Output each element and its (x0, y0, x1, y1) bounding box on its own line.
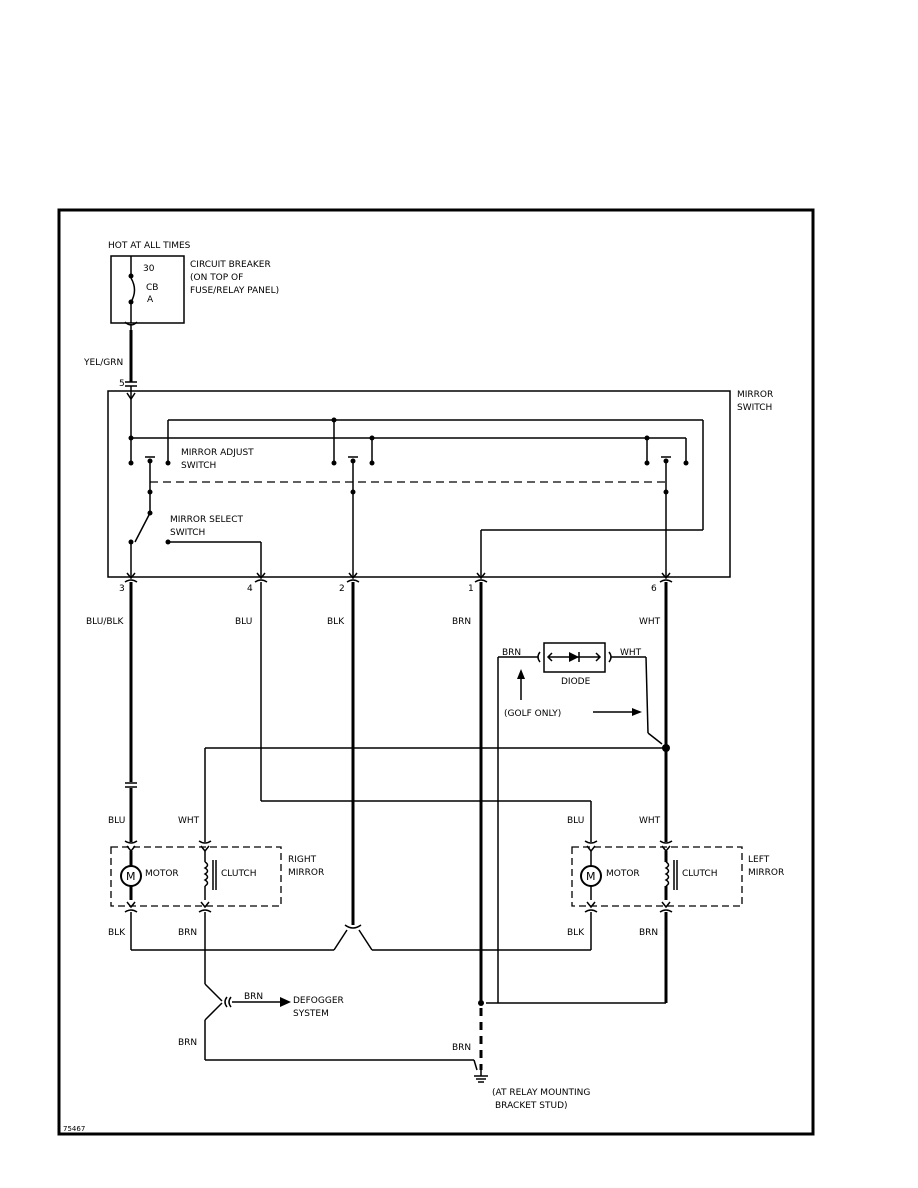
right-motor-top-connector (124, 840, 138, 853)
diagram-frame (57, 208, 815, 1136)
brn-low-left-label: BRN (178, 1038, 197, 1048)
cb-pin-30-label: 30 (143, 264, 155, 274)
blu-blk-connector (125, 782, 137, 788)
mirror-switch-internals (126, 386, 704, 578)
mirror-adjust-switch-label: MIRROR ADJUST (181, 448, 254, 458)
pin-1-label: 1 (468, 584, 474, 594)
golf-only-arrows (517, 669, 642, 716)
diode-circuit (497, 642, 663, 1003)
circuit-breaker-box (110, 255, 185, 324)
ground-location-label-2: BRACKET STUD) (495, 1101, 568, 1111)
pin-2-label: 2 (339, 584, 345, 594)
left-mirror-label: LEFT (748, 855, 770, 865)
left-motor-m: M (586, 870, 596, 883)
pin-3-label: 3 (119, 584, 125, 594)
pin-5-connector (125, 381, 137, 387)
circuit-breaker-title-3: FUSE/RELAY PANEL) (190, 286, 279, 296)
left-clutch-coil (664, 851, 678, 900)
circuit-breaker-element (128, 256, 136, 323)
diode-brn-label: BRN (502, 648, 521, 658)
left-blu-label: BLU (567, 816, 584, 826)
right-wht-label: WHT (178, 816, 200, 826)
pin-6-label: 6 (651, 584, 657, 594)
hot-at-all-times-label: HOT AT ALL TIMES (108, 241, 191, 251)
right-blk-label: BLK (108, 928, 126, 938)
diode-wht-label: WHT (620, 648, 642, 658)
circuit-breaker-title-2: (ON TOP OF (190, 273, 243, 283)
mirror-switch-label: MIRROR (737, 390, 773, 400)
right-blu-label: BLU (108, 816, 125, 826)
circuit-breaker-title: CIRCUIT BREAKER (190, 260, 271, 270)
cb-a-label: A (147, 295, 154, 305)
brn-wire-label: BRN (452, 617, 471, 627)
left-blk-label: BLK (567, 928, 585, 938)
diode-label: DIODE (561, 677, 591, 687)
ground-location-label: (AT RELAY MOUNTING (492, 1088, 590, 1098)
right-clutch-bottom-connector (198, 901, 212, 913)
switch-connectors (124, 572, 673, 583)
left-motor-bottom-connector (584, 901, 598, 913)
left-motor-top-connector (584, 840, 598, 853)
left-motor (580, 865, 602, 887)
blk-wire-label: BLK (327, 617, 345, 627)
right-motor-bottom-connector (124, 901, 138, 913)
ground-icon (474, 1068, 488, 1083)
right-clutch-label: CLUTCH (221, 869, 256, 879)
wht-wire-label: WHT (639, 617, 661, 627)
left-clutch-bottom-connector (659, 901, 673, 913)
right-clutch-coil (203, 851, 217, 900)
defogger-brn-label: BRN (244, 992, 263, 1002)
brn-ground-label: BRN (452, 1043, 471, 1053)
defogger-system-label: DEFOGGER (293, 996, 344, 1006)
mirror-select-switch-label: MIRROR SELECT (170, 515, 244, 525)
right-mirror-label: RIGHT (288, 855, 317, 865)
left-mirror-box (571, 846, 743, 907)
left-brn-label: BRN (639, 928, 658, 938)
pin-5-label: 5 (119, 379, 125, 389)
right-mirror-box (110, 846, 282, 907)
cb-connector (124, 321, 138, 330)
right-brn-wire (204, 912, 478, 1071)
figure-id: 75467 (63, 1125, 85, 1133)
pin-4-label: 4 (247, 584, 253, 594)
right-motor-m: M (126, 870, 136, 883)
blu-blk-wire-label: BLU/BLK (86, 617, 125, 627)
blk-return-wire (130, 912, 592, 951)
right-mirror-label-2: MIRROR (288, 868, 324, 878)
left-clutch-label: CLUTCH (682, 869, 717, 879)
defogger-arrow (280, 997, 291, 1007)
mirror-adjust-switch-label-2: SWITCH (181, 461, 216, 471)
left-mirror-label-2: MIRROR (748, 868, 784, 878)
left-wht-label: WHT (639, 816, 661, 826)
mirror-switch-box (107, 390, 731, 578)
cb-label: CB (146, 283, 158, 293)
right-brn-label: BRN (178, 928, 197, 938)
right-clutch-top-connector (198, 840, 212, 853)
left-clutch-top-connector (659, 840, 673, 853)
blu-wire-label: BLU (235, 617, 252, 627)
yel-grn-label: YEL/GRN (83, 358, 123, 368)
defogger-system-label-2: SYSTEM (293, 1009, 329, 1019)
ground-junction-dot (478, 1000, 484, 1006)
defogger-connector (224, 996, 232, 1008)
left-motor-label: MOTOR (606, 869, 640, 879)
mirror-switch-label-2: SWITCH (737, 403, 772, 413)
mirror-select-switch-label-2: SWITCH (170, 528, 205, 538)
right-motor-label: MOTOR (145, 869, 179, 879)
right-motor (120, 865, 142, 887)
golf-only-label: (GOLF ONLY) (504, 709, 561, 719)
